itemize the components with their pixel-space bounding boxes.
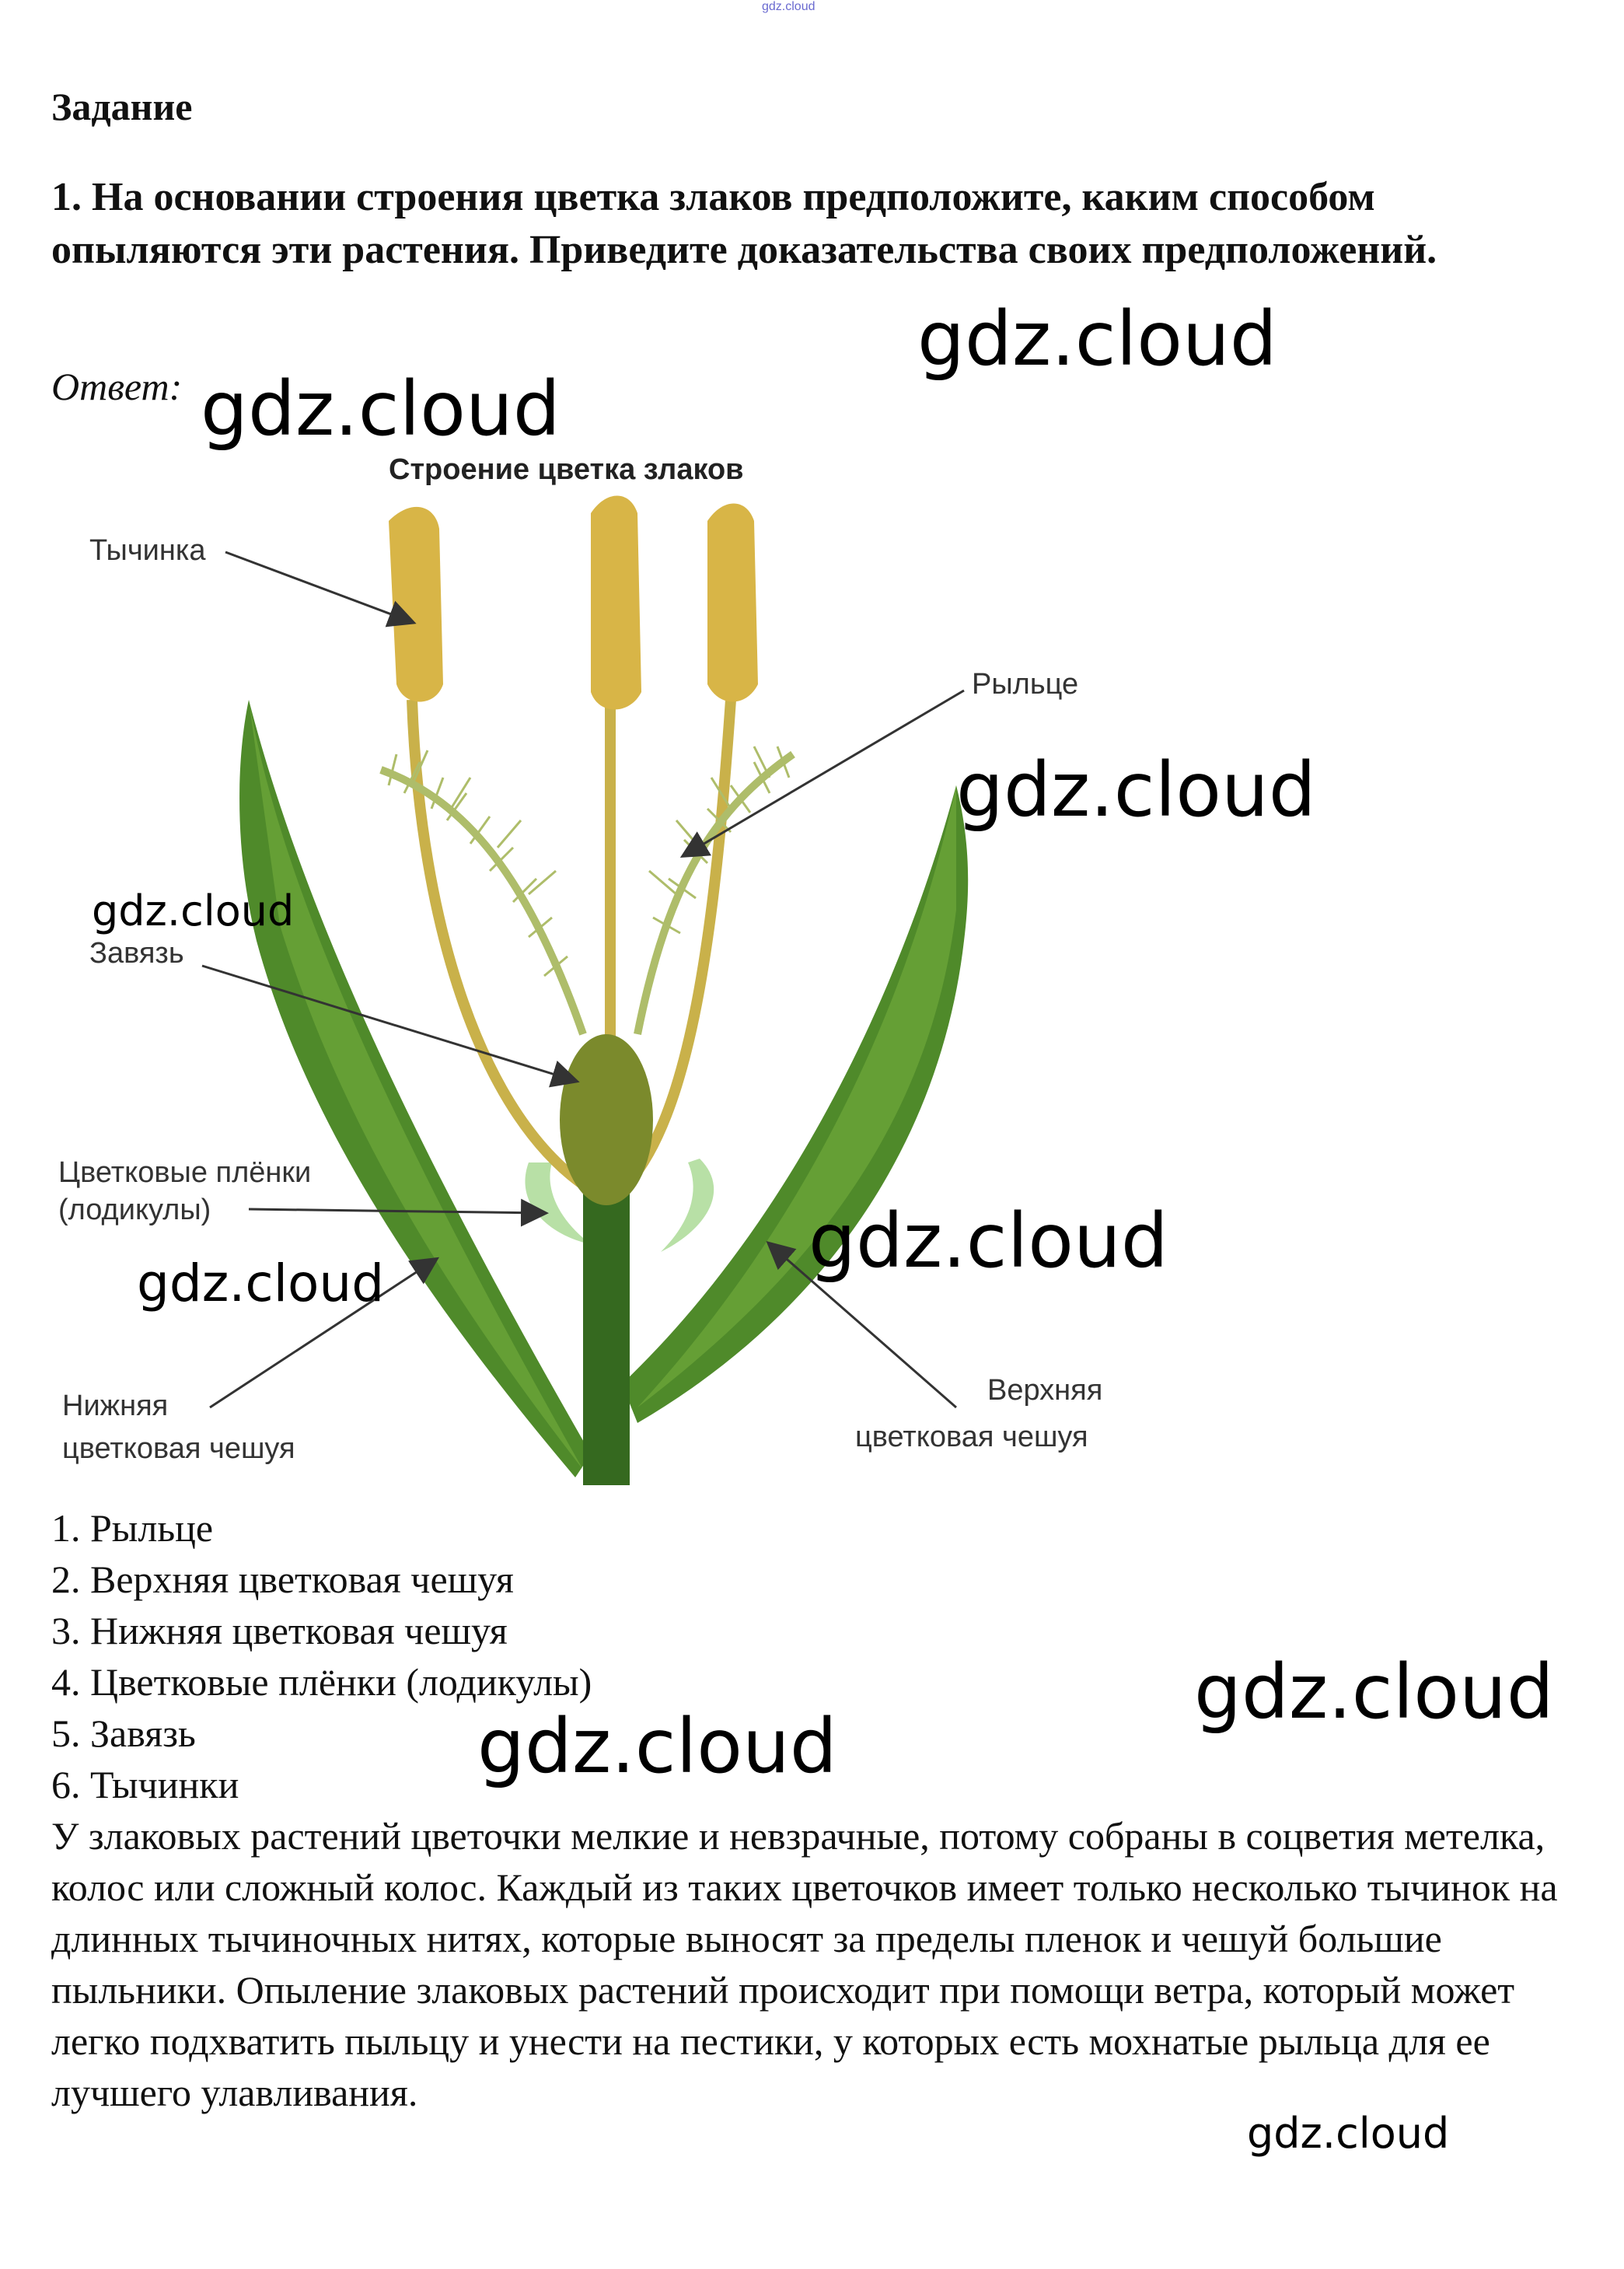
task-text: 1. На основании строения цветка злаков п…: [51, 171, 1575, 277]
label-upper-scale-2: цветковая чешуя: [855, 1421, 1088, 1453]
watermark: gdz.cloud: [137, 1253, 384, 1313]
pointer-stamen: [225, 552, 412, 622]
stem: [583, 1190, 630, 1485]
label-lodicules-1: Цветковые плёнки: [58, 1156, 311, 1189]
label-ovary: Завязь: [89, 937, 184, 970]
list-item: 6. Тычинки: [51, 1759, 592, 1810]
anther-right: [707, 504, 758, 702]
list-item: 3. Нижняя цветковая чешуя: [51, 1605, 592, 1656]
lower-scale-shape: [239, 700, 591, 1477]
label-stamen: Тычинка: [89, 534, 206, 567]
answer-label: Ответ:: [51, 364, 182, 409]
watermark: gdz.cloud: [1194, 1648, 1554, 1736]
figure-title: Строение цветка злаков: [389, 453, 744, 486]
list-item: 4. Цветковые плёнки (лодикулы): [51, 1656, 592, 1708]
ovary: [560, 1034, 653, 1205]
anther-mid: [591, 496, 641, 710]
flower-diagram: Строение цветка злаков Тычинка Рыльце За…: [47, 443, 1135, 1485]
pointer-ovary: [202, 966, 575, 1081]
stigma-left: [381, 770, 583, 1034]
watermark: gdz.cloud: [956, 746, 1316, 834]
label-upper-scale-1: Верхняя: [987, 1374, 1102, 1407]
watermark: gdz.cloud: [917, 295, 1277, 383]
list-item: 5. Завязь: [51, 1708, 592, 1759]
list-item: 1. Рыльце: [51, 1502, 592, 1554]
lodicule-right: [661, 1159, 714, 1252]
heading: Задание: [51, 84, 193, 129]
anther-left: [389, 507, 443, 702]
top-watermark: gdz.cloud: [762, 0, 815, 14]
answer-list: 1. Рыльце 2. Верхняя цветковая чешуя 3. …: [51, 1502, 592, 1810]
answer-paragraph: У злаковых растений цветочки мелкие и не…: [51, 1810, 1591, 2118]
label-lower-scale-1: Нижняя: [62, 1390, 168, 1422]
watermark: gdz.cloud: [809, 1197, 1168, 1285]
watermark: gdz.cloud: [92, 886, 294, 935]
label-stigma: Рыльце: [972, 668, 1078, 701]
label-lodicules-2: (лодикулы): [58, 1194, 211, 1226]
watermark: gdz.cloud: [201, 365, 561, 453]
label-lower-scale-2: цветковая чешуя: [62, 1432, 295, 1465]
list-item: 2. Верхняя цветковая чешуя: [51, 1554, 592, 1605]
